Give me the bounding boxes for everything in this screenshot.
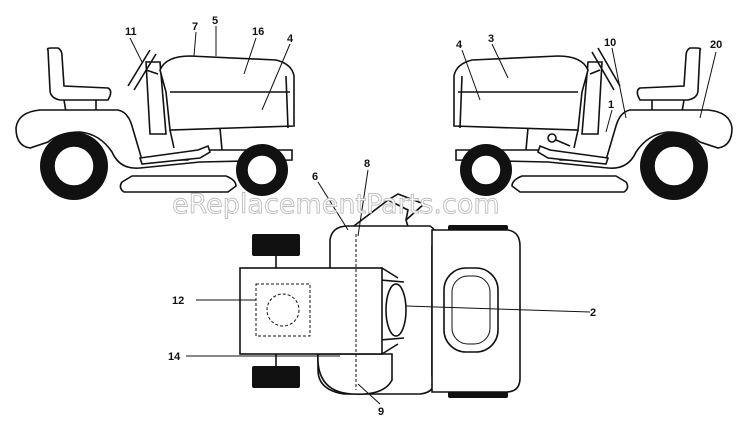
left-steering-wheel [127,49,157,91]
callout-9: 9 [378,406,384,418]
left-side-view-tractor [15,47,295,200]
callout-1: 1 [608,99,614,111]
right-hood [453,55,589,131]
right-seat [636,47,702,101]
top-decal-outline [255,283,311,337]
right-dash [581,61,603,135]
top-hood [239,267,383,355]
watermark-text: eReplacementParts.com [172,189,500,220]
leader-lines [129,26,717,405]
callout-12: 12 [172,295,184,307]
left-dash [145,61,167,135]
callout-14: 14 [168,351,181,363]
right-footrest [537,144,610,165]
callout-labels: 11 7 5 16 4 4 3 10 1 20 6 8 2 12 14 9 [125,15,722,418]
left-fender [15,109,293,169]
top-view-tractor [239,193,521,398]
callout-16: 16 [252,26,264,38]
left-hood [159,55,295,131]
top-front-right-tire [252,366,300,388]
callout-4-right: 4 [456,39,463,51]
callout-10: 10 [604,37,616,49]
top-seat [443,267,499,353]
right-steering-wheel [591,47,621,91]
callout-5: 5 [212,15,218,27]
right-fender [455,109,733,169]
left-footrest [138,144,211,165]
callout-3: 3 [488,33,494,45]
callout-8: 8 [364,158,370,170]
callout-7: 7 [192,21,198,33]
callout-11: 11 [125,26,137,38]
right-side-view-tractor [453,47,733,200]
top-front-left-tire [252,234,300,256]
callout-2: 2 [590,307,596,319]
callout-6: 6 [312,171,318,183]
callout-20: 20 [710,39,722,51]
callout-4-left: 4 [287,33,294,45]
left-seat [46,47,112,101]
top-steering-wheel [385,283,407,337]
left-mower-deck [119,175,237,193]
right-mower-deck [511,175,629,193]
